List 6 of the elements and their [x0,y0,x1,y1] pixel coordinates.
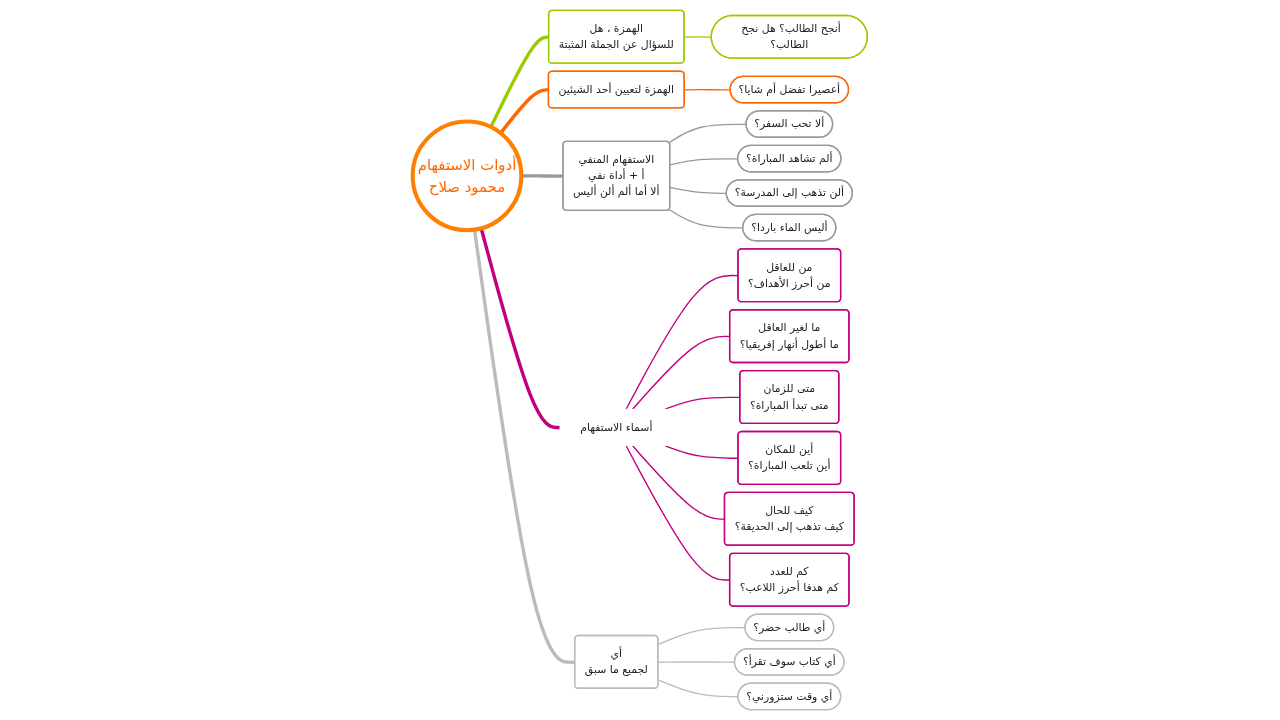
connector [489,35,549,128]
node-text: أسماء الاستفهام [580,420,653,434]
node-circle: أدوات الاستفهام محمود صلاح [410,119,524,233]
connector [499,88,549,135]
connector [625,274,739,410]
connector [668,123,747,144]
